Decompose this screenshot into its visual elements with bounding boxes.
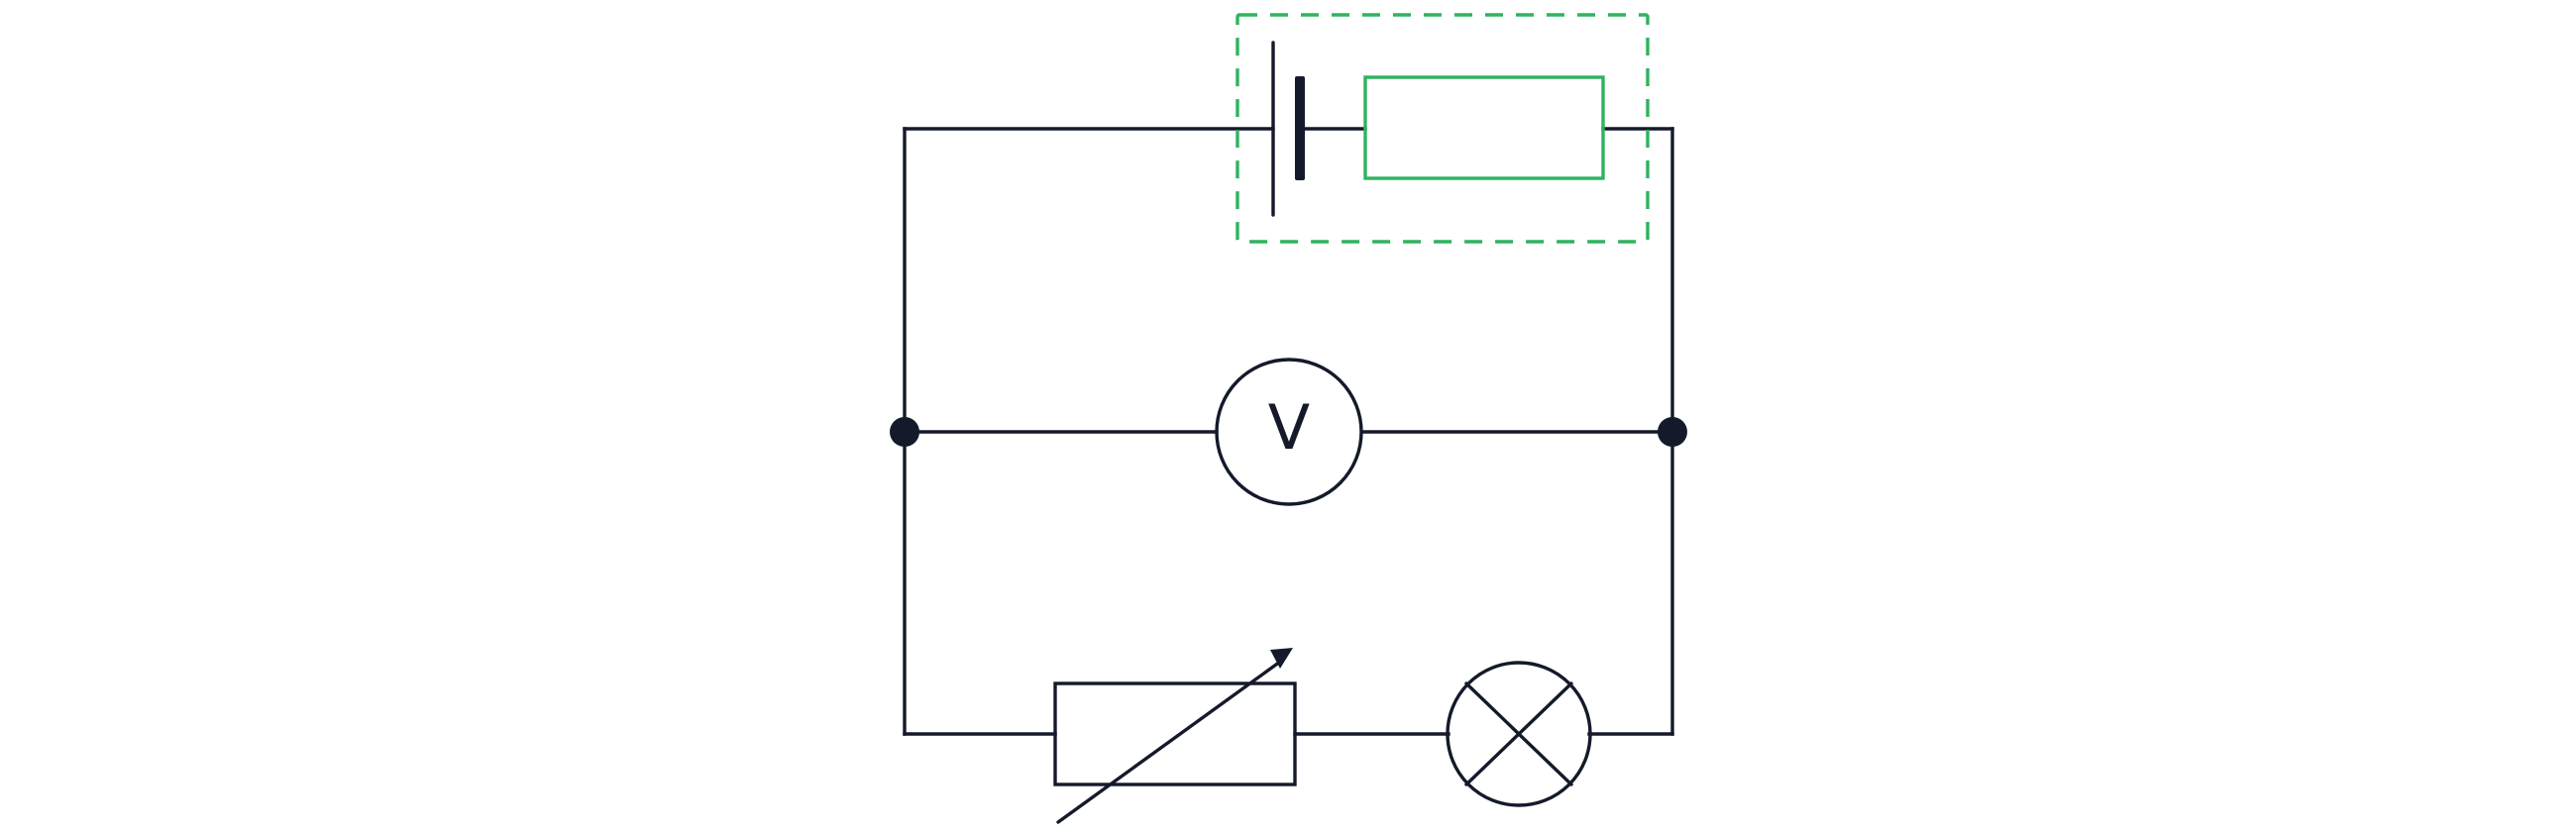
rheostat-arrow-line: [1056, 660, 1282, 824]
rheostat: [1053, 648, 1297, 824]
cell-short-plate: [1295, 76, 1305, 180]
internal-resistor: [1363, 75, 1605, 180]
rheostat-body: [1053, 681, 1297, 786]
voltmeter: [1215, 358, 1363, 506]
lamp-circle: [1446, 661, 1592, 807]
lamp-cross-line-2: [1464, 681, 1573, 786]
left-junction-node: [890, 417, 919, 447]
rheostat-arrow-head: [1270, 648, 1293, 669]
battery-cell: [1271, 41, 1305, 217]
lamp: [1446, 661, 1592, 807]
dashed-green-box: [1235, 13, 1650, 244]
voltmeter-symbol: V: [1268, 391, 1310, 464]
voltmeter-branch: V: [903, 358, 1674, 506]
bottom-branch: [903, 648, 1674, 824]
right-junction-node: [1658, 417, 1687, 447]
